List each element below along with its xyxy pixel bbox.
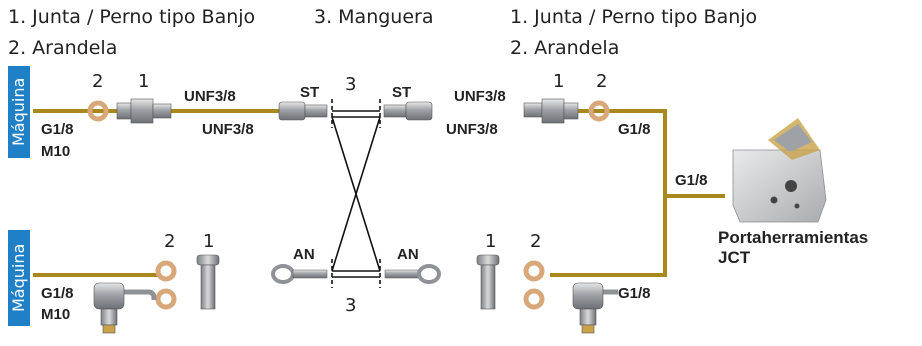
thread-label-unf: UNF3/8 (446, 121, 498, 138)
thread-label-m10: M10 (41, 143, 71, 160)
banjo-bolt-icon (196, 254, 220, 310)
part-number-2: 2 (530, 231, 542, 252)
thread-label-g18: G1/8 (618, 121, 651, 138)
an-banjo-eye-icon (271, 264, 328, 284)
hose-lines (331, 110, 381, 278)
thread-label-unf: UNF3/8 (184, 88, 236, 105)
thread-label-unf: UNF3/8 (454, 88, 506, 105)
part-number-1: 1 (485, 231, 497, 252)
part-number-2: 2 (164, 231, 176, 252)
st-hose-end-icon (278, 101, 328, 121)
thread-label-unf: UNF3/8 (202, 121, 254, 138)
part-number-2: 2 (92, 71, 104, 92)
an-banjo-eye-icon (384, 264, 441, 284)
banjo-assembly-icon (93, 282, 157, 334)
thread-label-g18: G1/8 (618, 285, 651, 302)
machine-label-top: Máquina (8, 66, 30, 158)
thread-label-g18: G1/8 (675, 172, 708, 189)
legend-left-item1: 1. Junta / Perno tipo Banjo (8, 6, 256, 28)
part-number-1: 1 (553, 71, 565, 92)
thread-label-g18: G1/8 (41, 121, 74, 138)
unf-fitting-icon (116, 98, 172, 124)
legend-left-item2: 2. Arandela (8, 37, 118, 59)
unf-fitting-icon (523, 98, 579, 124)
banjo-bolt-icon (476, 254, 500, 310)
fitting-label-st: ST (300, 84, 320, 101)
thread-label-m10: M10 (41, 306, 71, 323)
tool-holder-icon (732, 118, 827, 223)
part-number-1: 1 (138, 71, 150, 92)
thread-label-g18: G1/8 (41, 285, 74, 302)
tool-holder-label-line1: Portaherramientas (718, 228, 869, 247)
tool-holder-label-line2: JCT (718, 248, 751, 267)
part-number-3: 3 (345, 295, 357, 316)
part-number-2: 2 (596, 71, 608, 92)
legend-center-item3: 3. Manguera (314, 6, 434, 28)
part-number-1: 1 (203, 231, 215, 252)
part-number-3: 3 (345, 74, 357, 95)
washer-icon (87, 100, 610, 310)
st-hose-end-icon (383, 101, 433, 121)
tool-holder-label: Portaherramientas JCT (718, 228, 868, 268)
fitting-label-an: AN (397, 246, 419, 263)
legend-right-item1: 1. Junta / Perno tipo Banjo (510, 6, 758, 28)
legend-right-item2: 2. Arandela (510, 37, 620, 59)
fitting-label-st: ST (392, 84, 412, 101)
fitting-label-an: AN (293, 246, 315, 263)
banjo-assembly-icon (572, 282, 618, 334)
hose-dash-marks (331, 99, 381, 288)
machine-label-bottom: Máquina (8, 230, 30, 326)
